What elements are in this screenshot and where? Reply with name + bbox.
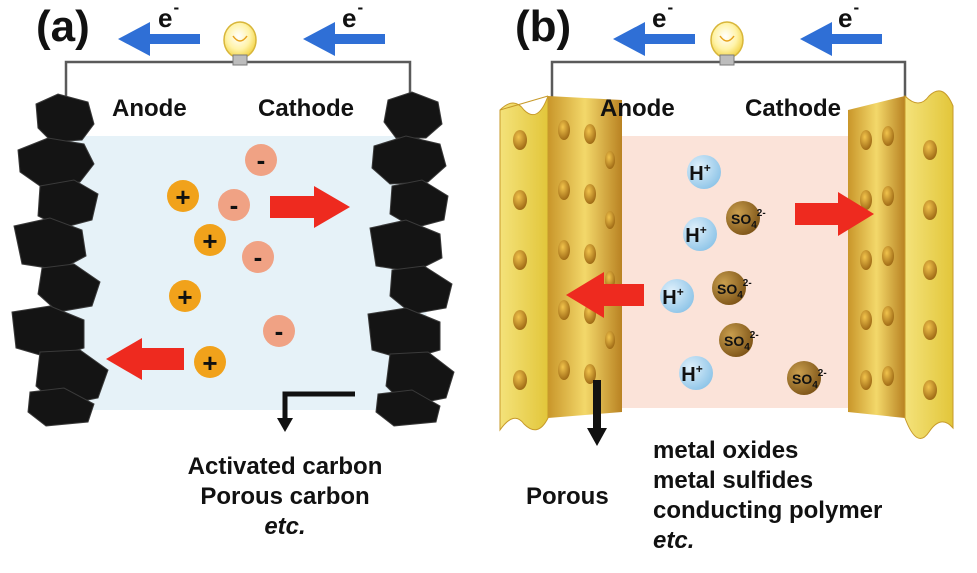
cation: + — [169, 280, 201, 312]
material-item: Activated carbon — [160, 452, 410, 482]
light-bulb-icon — [711, 22, 743, 65]
electron-label: e- — [652, 0, 673, 34]
cation-sign: + — [175, 182, 190, 212]
material-caption-a: Activated carbon Porous carbon etc. — [160, 452, 410, 542]
electron-label: e- — [158, 0, 179, 34]
light-bulb-icon — [224, 22, 256, 65]
porous-electrode-icon — [848, 91, 953, 439]
cation-sign: + — [202, 348, 217, 378]
cathode-label-a: Cathode — [258, 95, 354, 123]
anode-label-a: Anode — [112, 95, 187, 123]
cation: + — [194, 224, 226, 256]
anion: - — [242, 241, 274, 273]
anion: - — [263, 315, 295, 347]
anion-sign: - — [275, 316, 284, 346]
electrolyte-region-b — [618, 136, 880, 408]
proton-ion: H+ — [683, 217, 717, 251]
material-item: Porous carbon — [160, 482, 410, 512]
electrolyte-region-a — [60, 136, 430, 410]
anion-sign: - — [230, 190, 239, 220]
anion-sign: - — [254, 242, 263, 272]
porous-label: Porous — [526, 482, 609, 512]
material-caption-b: metal oxides metal sulfides conducting p… — [653, 436, 882, 556]
anode-label-b: Anode — [600, 95, 675, 123]
panel-a-tag: (a) — [36, 2, 90, 52]
cation: + — [167, 180, 199, 212]
material-item: conducting polymer — [653, 496, 882, 526]
material-item: metal sulfides — [653, 466, 882, 496]
cation-sign: + — [202, 226, 217, 256]
anion-sign: - — [257, 145, 266, 175]
anion: - — [245, 144, 277, 176]
panel-a: + + + + - - - - — [12, 22, 454, 432]
material-item: etc. — [160, 512, 410, 542]
material-item: metal oxides — [653, 436, 882, 466]
cation: + — [194, 346, 226, 378]
proton-ion: H+ — [660, 279, 694, 313]
anion: - — [218, 189, 250, 221]
cathode-label-b: Cathode — [745, 95, 841, 123]
proton-ion: H+ — [679, 356, 713, 390]
porous-electrode-icon — [500, 96, 622, 430]
material-item: etc. — [653, 526, 882, 556]
cation-sign: + — [177, 282, 192, 312]
electron-label: e- — [838, 0, 859, 34]
panel-b: H+ H+ H+ H+ SO42- SO42- SO42- SO4 — [500, 22, 953, 446]
electron-label: e- — [342, 0, 363, 34]
proton-ion: H+ — [687, 155, 721, 189]
panel-b-tag: (b) — [515, 2, 571, 52]
